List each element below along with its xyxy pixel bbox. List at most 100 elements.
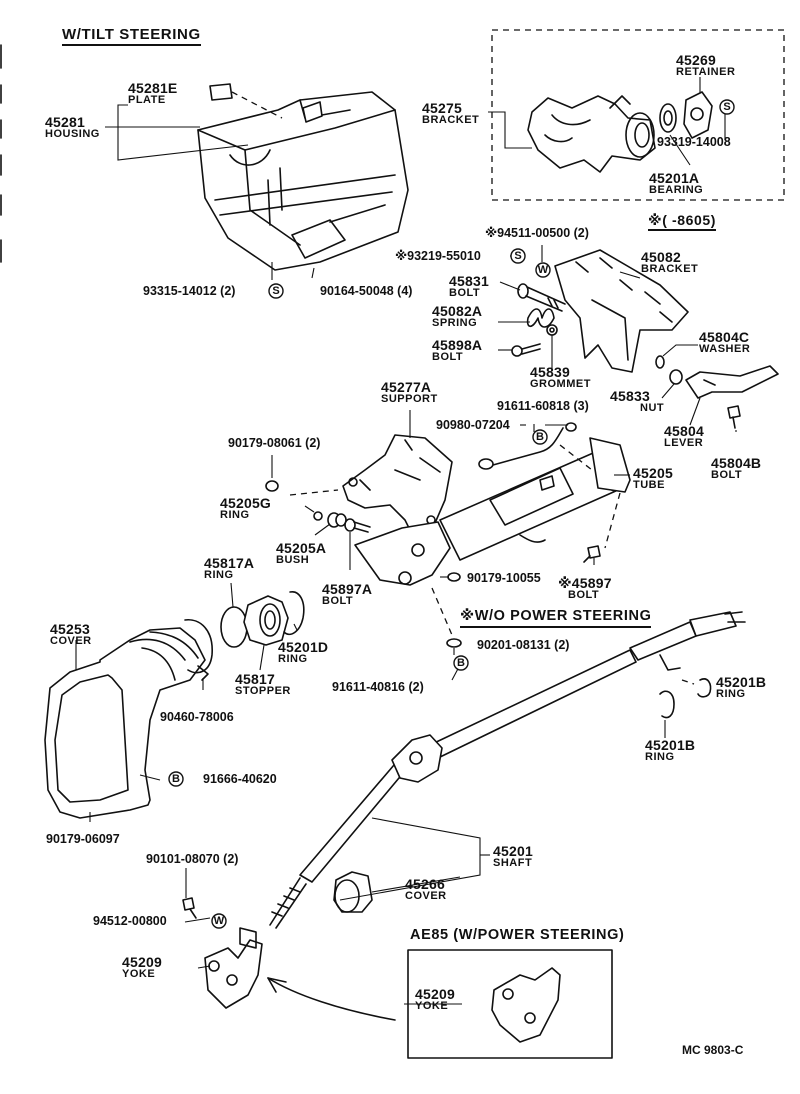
plate-drawing [209, 83, 233, 101]
callout-45833: 45833 [610, 388, 650, 404]
bolt-90101-drawing [182, 897, 197, 919]
fastener-94512-00800: 94512-00800 [93, 914, 167, 928]
fastener-91666-40620: 91666-40620 [203, 772, 277, 786]
fastener-90179-06097: 90179-06097 [46, 832, 120, 846]
cover-45253-drawing [44, 627, 206, 819]
symbol-s-93315: S [268, 283, 284, 299]
nut-drawing [669, 369, 683, 385]
spring-drawing [526, 308, 555, 328]
fastener-91611-60818: 91611-60818 (3) [497, 399, 589, 413]
bush-drawing [327, 512, 347, 528]
stopper-drawing [243, 595, 289, 646]
bolt-45897-drawing [583, 545, 601, 563]
bolt-45897a-drawing [344, 518, 371, 533]
tilt-bracket-box [491, 29, 785, 201]
shaft-drawing [269, 611, 746, 929]
bolt-45804b-drawing [727, 405, 741, 429]
arrow-to-ae85 [267, 977, 396, 1021]
nut-90179-08061-drawing [265, 480, 279, 492]
ring-45817a-drawing [220, 606, 248, 648]
bracket-45082-drawing [554, 249, 689, 373]
fastener-90164-50048: 90164-50048 (4) [320, 284, 413, 298]
svg-text:S: S [272, 285, 279, 297]
clamp-drawing [184, 619, 213, 674]
svg-text:S: S [514, 250, 521, 262]
fastener-90201-08131: 90201-08131 (2) [477, 638, 570, 652]
svg-text:B: B [172, 773, 180, 785]
symbol-s-93319: S [719, 99, 735, 115]
grommet-drawing [546, 324, 558, 336]
fastener-93319-14008: 93319-14008 [657, 135, 731, 149]
cover-45266-drawing [333, 871, 373, 913]
fastener-91611-40816: 91611-40816 (2) [332, 680, 424, 694]
header-wo-power-steering: ※W/O POWER STEERING [460, 609, 652, 628]
fastener-93315-14012: 93315-14012 (2) [143, 284, 236, 298]
tube-drawing [354, 437, 631, 586]
ring-45205g-drawing [313, 511, 323, 521]
fastener-90179-10055: 90179-10055 [467, 571, 541, 585]
ring-45201b-lower-drawing [659, 690, 675, 719]
header-ae85: AE85 (W/POWER STEERING) [410, 927, 625, 943]
svg-text:W: W [214, 915, 225, 927]
support-drawing [342, 434, 453, 541]
symbol-b-91611-40816: B [453, 655, 469, 671]
header-tilt-steering: W/TILT STEERING [62, 27, 201, 46]
housing-drawing [197, 91, 409, 271]
lever-drawing [685, 365, 779, 399]
tilt-bracket-drawing [527, 91, 713, 173]
symbol-s-93219: S [510, 248, 526, 264]
svg-text:S: S [723, 101, 730, 113]
ring-45201d-drawing [283, 591, 305, 636]
fastener-90179-08061: 90179-08061 (2) [228, 436, 321, 450]
leader-lines [75, 77, 737, 1005]
fastener-93219-55010: ※93219-55010 [395, 249, 481, 263]
bolt-45898a-drawing [511, 343, 541, 357]
callout-45833-label: NUT [640, 402, 665, 414]
clip-90201-drawing [446, 638, 462, 648]
yoke-main-drawing [204, 927, 263, 1009]
yoke-ae85-drawing [491, 967, 561, 1043]
date-note: ※( -8605) [648, 213, 717, 231]
symbol-w-94512: W [211, 913, 227, 929]
fastener-94511-00500: ※94511-00500 (2) [485, 226, 589, 240]
wire-drawing [478, 422, 577, 470]
symbol-b-91611-60818: B [532, 429, 548, 445]
washer-drawing [655, 355, 665, 369]
svg-text:W: W [538, 264, 549, 276]
symbol-w-94511: W [535, 262, 551, 278]
svg-text:B: B [457, 657, 465, 669]
nut-90179-10055-drawing [447, 572, 461, 582]
diagram-code: MC 9803-C [682, 1043, 744, 1057]
fastener-90101-08070: 90101-08070 (2) [146, 852, 239, 866]
